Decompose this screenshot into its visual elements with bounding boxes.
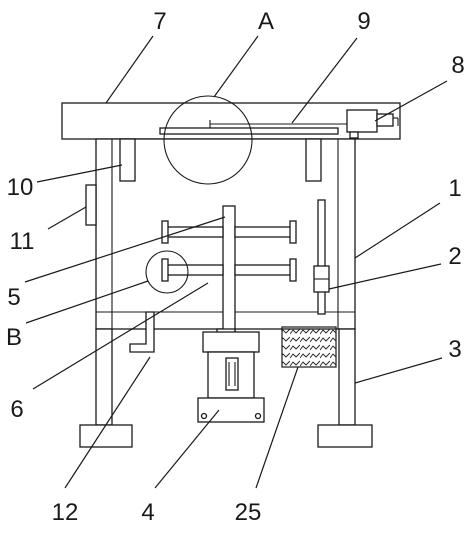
vertical-column bbox=[222, 205, 236, 333]
roller-rod-right-lower bbox=[234, 264, 292, 276]
hook-bracket bbox=[129, 311, 155, 353]
motor-top-flange bbox=[202, 331, 260, 353]
slider-stem bbox=[349, 131, 359, 139]
detail-circle-b bbox=[145, 250, 189, 294]
foot-right bbox=[317, 424, 373, 448]
label-12: 12 bbox=[52, 499, 79, 526]
label-3: 3 bbox=[448, 336, 461, 363]
roller-rod-left-upper-cap bbox=[161, 220, 169, 244]
detail-circle-a bbox=[163, 95, 253, 185]
bolt-icon bbox=[200, 412, 262, 420]
slider-block bbox=[346, 109, 378, 133]
roller-rod-left-lower bbox=[166, 264, 224, 276]
label-8: 8 bbox=[451, 52, 464, 79]
label-11: 11 bbox=[10, 228, 35, 255]
motor-base-plate bbox=[197, 397, 265, 423]
upper-bracket-right bbox=[305, 138, 322, 182]
motor-window bbox=[225, 357, 239, 391]
hatched-pad bbox=[281, 326, 337, 368]
label-b: B bbox=[6, 324, 22, 351]
label-7: 7 bbox=[153, 8, 166, 35]
roller-rod-left-upper bbox=[166, 226, 224, 238]
label-6: 6 bbox=[10, 396, 23, 423]
label-2: 2 bbox=[448, 243, 461, 270]
labels: 7 A 9 8 10 11 1 2 5 B 3 6 12 4 25 bbox=[6, 8, 465, 526]
roller-rod-right-lower-cap bbox=[289, 258, 297, 282]
foot-left bbox=[79, 424, 133, 448]
leader-lines bbox=[24, 35, 448, 489]
label-10: 10 bbox=[7, 174, 34, 201]
roller-rod-right-upper bbox=[234, 226, 292, 238]
label-1: 1 bbox=[448, 175, 461, 202]
label-a: A bbox=[258, 8, 274, 35]
leg-left bbox=[95, 328, 113, 426]
leg-right bbox=[338, 328, 356, 426]
guide-rail bbox=[159, 127, 339, 135]
label-4: 4 bbox=[141, 499, 154, 526]
label-5: 5 bbox=[7, 284, 20, 311]
label-25: 25 bbox=[235, 499, 262, 526]
label-9: 9 bbox=[357, 8, 370, 35]
side-button bbox=[85, 184, 97, 226]
right-vertical-rod bbox=[317, 199, 326, 315]
roller-rod-right-upper-cap bbox=[289, 220, 297, 244]
upper-bracket-left bbox=[119, 138, 136, 182]
roller-rod-left-lower-cap bbox=[161, 258, 169, 282]
